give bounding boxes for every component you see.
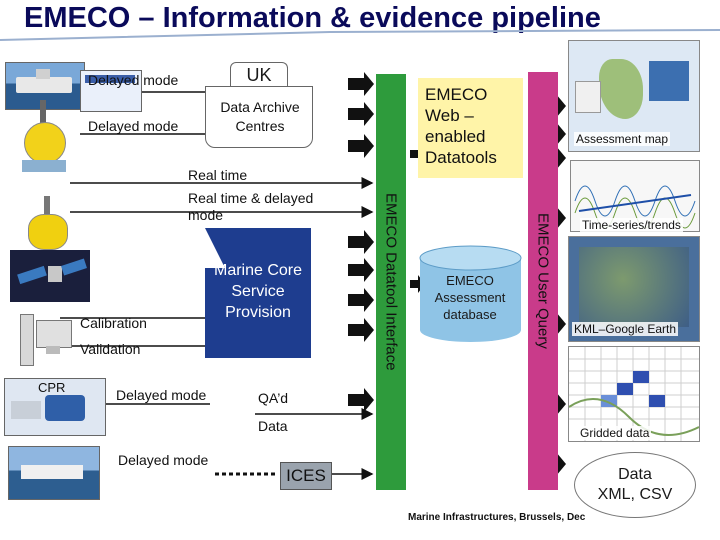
network-logo (80, 70, 142, 112)
data-format-label: XML, CSV (597, 486, 673, 503)
web-datatools-box (418, 78, 523, 178)
data-output-label: Data (618, 466, 652, 483)
assessment-database-label: EMECO Assessment database (434, 273, 506, 322)
time-series-caption: Time-series/trends (580, 218, 683, 232)
data-archive-label: Data Archive Centres (220, 99, 300, 134)
gridded-data-thumbnail (568, 346, 700, 442)
marine-core-service-label: Marine Core Service Provision (213, 262, 303, 321)
web-datatools-label: EMECO Web – enabled Datatools (425, 85, 497, 167)
validation-label: Validation (80, 341, 141, 357)
user-query-bar (528, 72, 558, 490)
gridded-data-caption: Gridded data (578, 426, 652, 440)
delayed-mode-label-2: Delayed mode (88, 118, 179, 134)
uk-tab: UK (230, 62, 288, 87)
marine-core-service-shape (205, 228, 311, 358)
satellite-photo (10, 250, 90, 302)
cpr-label: CPR (38, 380, 66, 395)
ices-box: ICES (280, 462, 332, 490)
yellow-buoy-photo (26, 196, 68, 254)
assessment-database-cylinder (419, 245, 522, 342)
qa-data-label: Data (258, 418, 288, 434)
real-time-delayed-label: Real time & delayed mode (188, 190, 314, 223)
vessel-photo-2 (8, 446, 100, 500)
inbound-block-arrows (348, 72, 374, 412)
buoy-photo (22, 100, 66, 172)
delayed-mode-label-3: Delayed mode (116, 387, 207, 403)
cpr-device-photo (4, 378, 106, 436)
data-output-oval: Data XML, CSV (574, 452, 696, 518)
qa-label: QA’d (258, 390, 289, 406)
delayed-mode-label-4: Delayed mode (118, 452, 209, 468)
footer-text: Marine Infrastructures, Brussels, Dec (408, 512, 586, 523)
user-query-label: EMECO User Query (534, 213, 552, 349)
real-time-label: Real time (188, 167, 248, 183)
datatool-interface-label: EMECO Datatool Interface (382, 193, 400, 371)
calibration-label: Calibration (80, 315, 147, 331)
assessment-map-thumbnail (568, 40, 700, 152)
assessment-map-caption: Assessment map (574, 132, 671, 146)
page-title: EMECO – Information & evidence pipeline (24, 2, 601, 34)
computer-icon (20, 312, 72, 368)
delayed-mode-label-1: Delayed mode (88, 72, 179, 88)
datatool-interface-bar (376, 74, 406, 490)
kml-caption: KML–Google Earth (572, 322, 679, 336)
data-archive-box (205, 86, 313, 148)
